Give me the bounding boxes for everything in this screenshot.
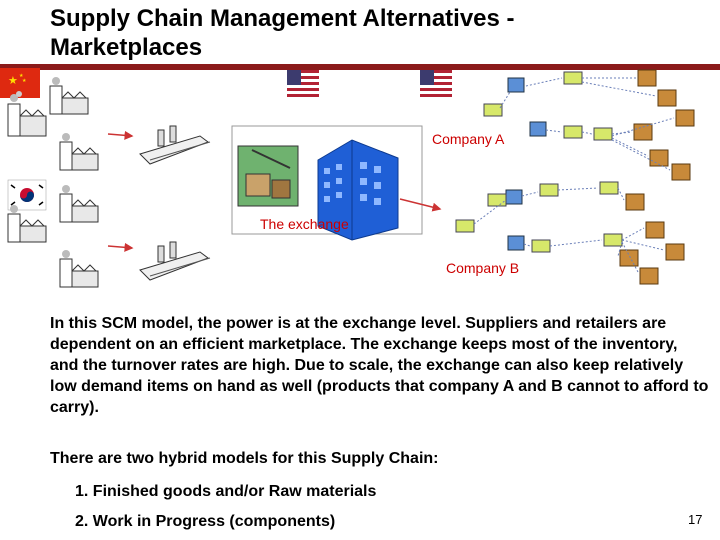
company-node-icon <box>505 77 547 251</box>
arrow <box>107 242 134 252</box>
us-flag-icon <box>420 70 452 100</box>
factory-icon <box>49 77 89 115</box>
cargo-ship-icon <box>139 241 211 281</box>
supply-chain-diagram: ★ ★ ★ <box>0 64 720 304</box>
slide-title: Supply Chain Management Alternatives - M… <box>50 5 515 61</box>
factory-icon <box>59 250 99 288</box>
us-flag-icon <box>287 70 319 100</box>
factory-icon <box>7 205 47 243</box>
company-a-label: Company A <box>432 131 505 147</box>
arrow <box>107 130 134 140</box>
warehouse-icon <box>237 145 299 207</box>
factory-icon <box>7 91 47 137</box>
hybrid-intro: There are two hybrid models for this Sup… <box>50 450 439 467</box>
hybrid-item-1: 1. Finished goods and/or Raw materials <box>75 483 377 500</box>
hybrid-item-2: 2. Work in Progress (components) <box>75 513 336 530</box>
page-number: 17 <box>688 512 703 527</box>
company-b-label: Company B <box>446 260 520 276</box>
korea-flag-icon <box>7 179 47 211</box>
arrow <box>399 198 442 212</box>
svg-text:★: ★ <box>22 78 27 84</box>
exchange-label: The exchange <box>260 216 349 232</box>
office-building-icon <box>317 139 399 241</box>
truck-icon <box>455 71 623 253</box>
title-rule <box>0 64 720 70</box>
svg-text:★: ★ <box>8 75 18 87</box>
svg-text:★: ★ <box>19 73 24 79</box>
diagram-graphics: ★ ★ ★ <box>0 68 695 288</box>
retail-store-icon <box>619 69 695 285</box>
cargo-ship-icon <box>139 125 211 165</box>
body-paragraph: In this SCM model, the power is at the e… <box>50 315 709 416</box>
factory-icon <box>59 185 99 223</box>
factory-icon <box>59 133 99 171</box>
distribution-links <box>473 77 675 273</box>
